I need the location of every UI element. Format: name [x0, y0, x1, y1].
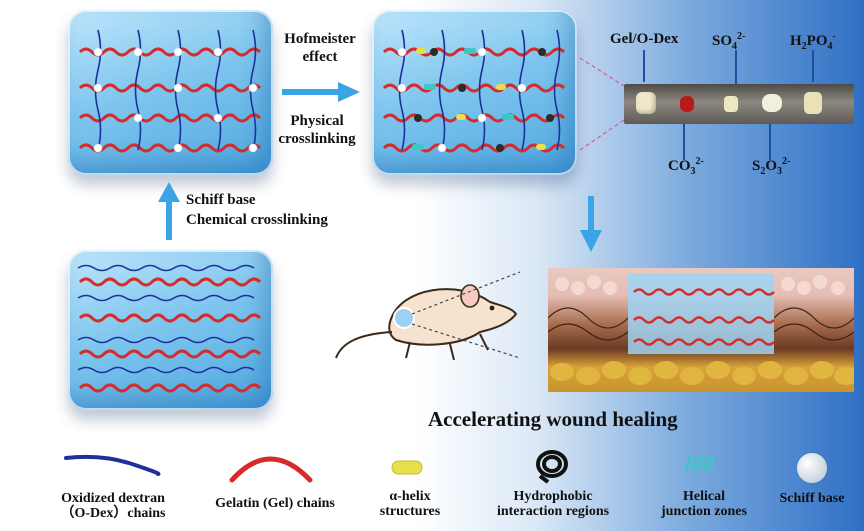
hydrogel-block-mixture [68, 250, 273, 410]
hydrogel-block-crosslinked [68, 10, 273, 175]
sample-co3 [680, 96, 694, 112]
chain-mixture [77, 264, 262, 393]
label-so4: SO42- [712, 31, 746, 52]
helix-structure-icon [391, 460, 423, 475]
hydrogel-samples-photo [624, 84, 854, 124]
hydrogel-block-hofmeister [372, 10, 577, 175]
legend-odex-label: Oxidized dextran （O-Dex）chains [60, 491, 166, 521]
sample-gel-odex [636, 92, 656, 114]
sample-h2po4 [804, 92, 822, 114]
legend-helix-label: α-helix structures [379, 489, 441, 519]
down-arrow [580, 196, 602, 252]
hofmeister-label: Hofmeister effect [284, 31, 356, 65]
label-s2o3: S2O32- [752, 156, 791, 177]
schiff-base-arrow [158, 182, 180, 240]
sample-s2o3 [762, 94, 782, 112]
physical-crosslinking-label: Physical crosslinking [278, 113, 356, 147]
legend-schiff-label: Schiff base [779, 491, 845, 506]
legend-gel-label: Gelatin (Gel) chains [215, 496, 335, 511]
label-co3: CO32- [668, 156, 704, 177]
label-h2po4: H2PO4- [790, 31, 836, 52]
legend-hydrophobic-label: Hydrophobic interaction regions [496, 489, 610, 519]
tissue-layers [548, 274, 854, 385]
legend-helical-label: Helical junction zones [661, 489, 747, 519]
wound-healing-caption: Accelerating wound healing [428, 407, 678, 431]
schiff-base-label: Schiff base Chemical crosslinking [186, 192, 328, 228]
gel-chain-icon [229, 456, 313, 483]
wound-tissue-panel [548, 268, 854, 392]
helical-junction-icon [684, 455, 716, 473]
label-gel-odex: Gel/O-Dex [610, 31, 679, 47]
sample-pointer-lines [579, 50, 814, 160]
crosslinked-network [78, 29, 262, 153]
rat-illustration [335, 271, 520, 361]
physical-network [382, 29, 566, 153]
schiff-base-icon [797, 453, 827, 483]
odex-chain-icon [64, 454, 161, 476]
sample-so4 [724, 96, 738, 112]
hydrophobic-region-icon [536, 450, 568, 484]
hofmeister-arrow [282, 82, 360, 102]
